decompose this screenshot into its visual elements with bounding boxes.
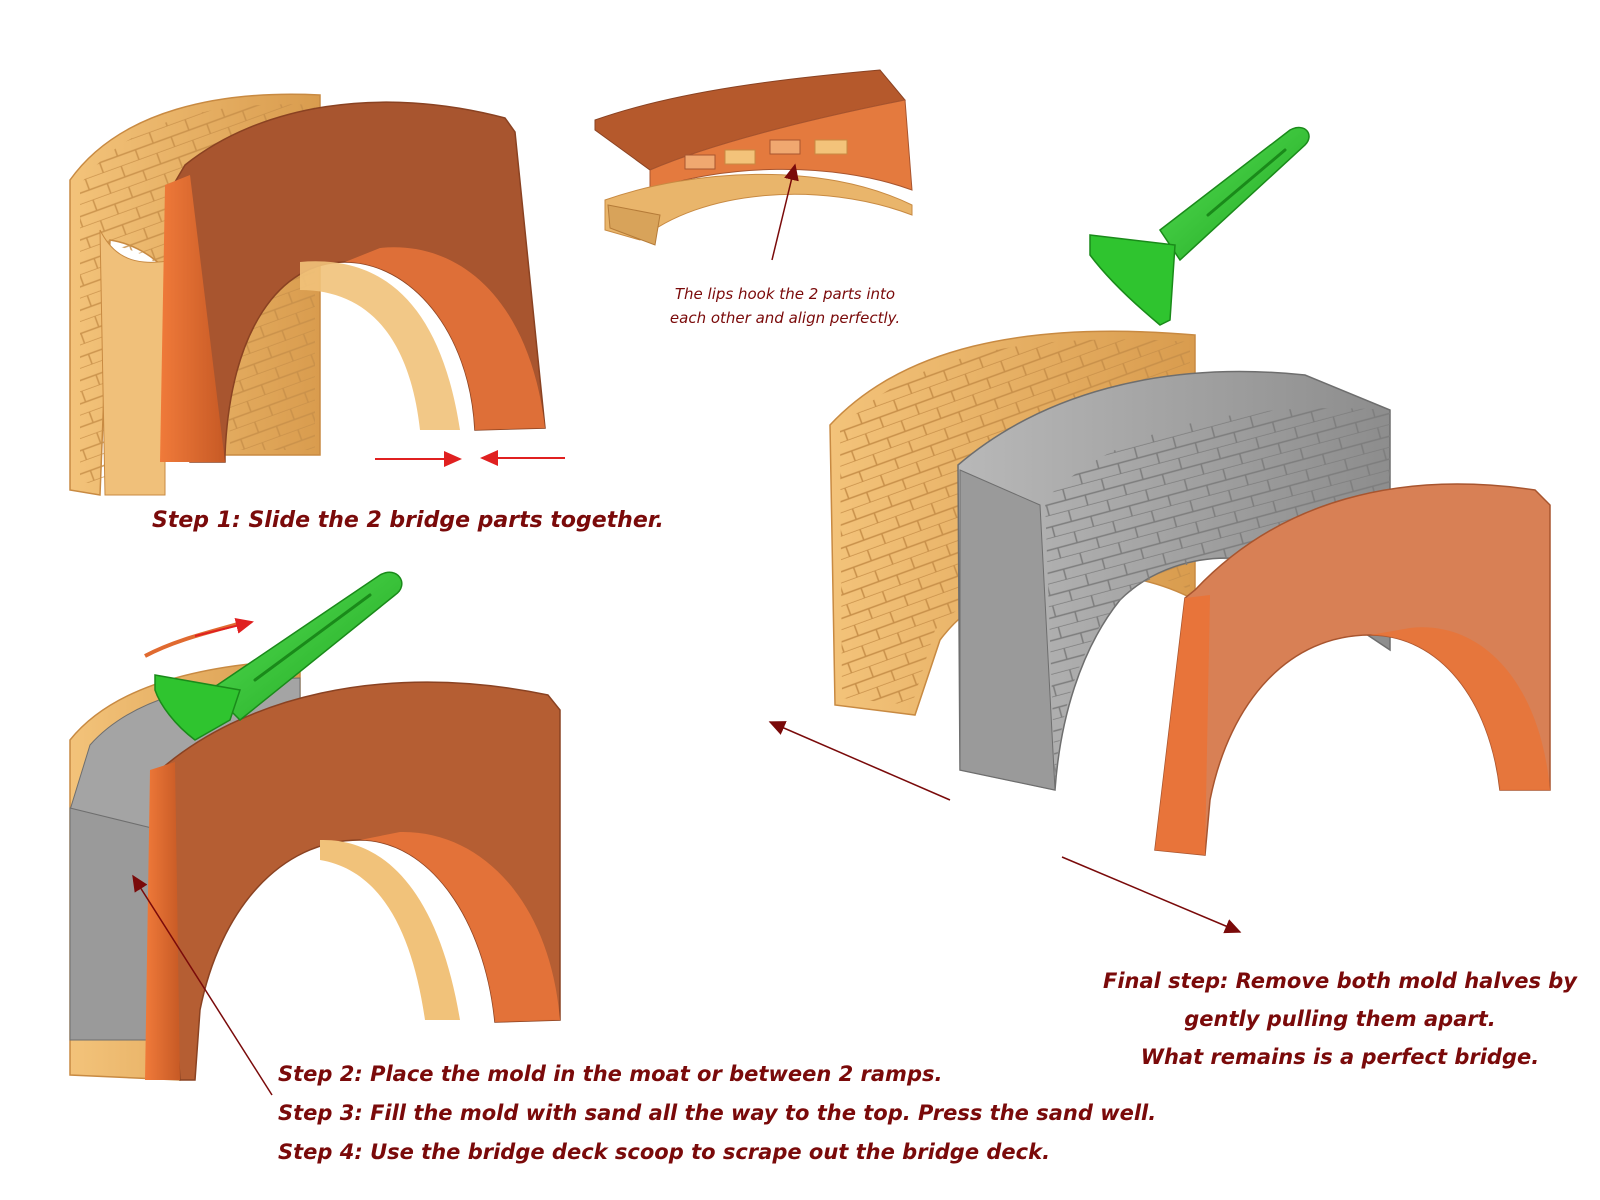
scoop-icon: [154, 571, 403, 741]
brick-half-edge: [160, 175, 225, 462]
lip-tan-base: [604, 173, 913, 241]
step2-caption: Step 2: Place the mold in the moat or be…: [278, 1062, 943, 1086]
lip-tab-1: [684, 154, 716, 170]
mold-with-scoop: [69, 571, 561, 1081]
final-line2: gently pulling them apart.: [1184, 1007, 1496, 1031]
final-line1: Final step: Remove both mold halves by: [1102, 969, 1577, 993]
step3-caption: Step 3: Fill the mold with sand all the …: [278, 1101, 1157, 1125]
mold-pointer-arrow: [132, 874, 273, 1096]
scoop-motion-swoosh: [144, 620, 246, 658]
lips-note: The lips hook the 2 parts into each othe…: [640, 282, 930, 330]
lip-tab-3: [769, 139, 801, 155]
pull-arrow-left: [768, 721, 951, 801]
lips-pointer-arrow: [771, 163, 799, 261]
scoop-top-icon: [1089, 126, 1310, 326]
step1-caption: Step 1: Slide the 2 bridge parts togethe…: [152, 508, 664, 533]
brick-half-front: [174, 101, 546, 463]
lip-tab-2: [724, 149, 756, 165]
mold-brick-front: [159, 681, 561, 1081]
lips-detail: [594, 69, 913, 246]
final-step-caption: Final step: Remove both mold halves by g…: [1075, 962, 1600, 1076]
lip-tab-4: [814, 139, 848, 155]
step1-assembly: [69, 93, 546, 496]
final-exploded-view: [829, 126, 1551, 856]
lip-grid: [607, 204, 661, 246]
brick-half-arch-inner: [345, 247, 545, 430]
final-line3: What remains is a perfect bridge.: [1140, 1045, 1540, 1069]
lips-note-line1: The lips hook the 2 parts into: [674, 285, 896, 303]
pull-arrow-right: [1061, 856, 1242, 934]
scoop-motion-arrow: [194, 618, 254, 637]
steps-caption: Step 2: Place the mold in the moat or be…: [278, 1055, 1156, 1172]
step4-caption: Step 4: Use the bridge deck scoop to scr…: [278, 1140, 1051, 1164]
arch-underside-tan: [300, 261, 460, 430]
lips-note-line2: each other and align perfectly.: [669, 309, 901, 327]
